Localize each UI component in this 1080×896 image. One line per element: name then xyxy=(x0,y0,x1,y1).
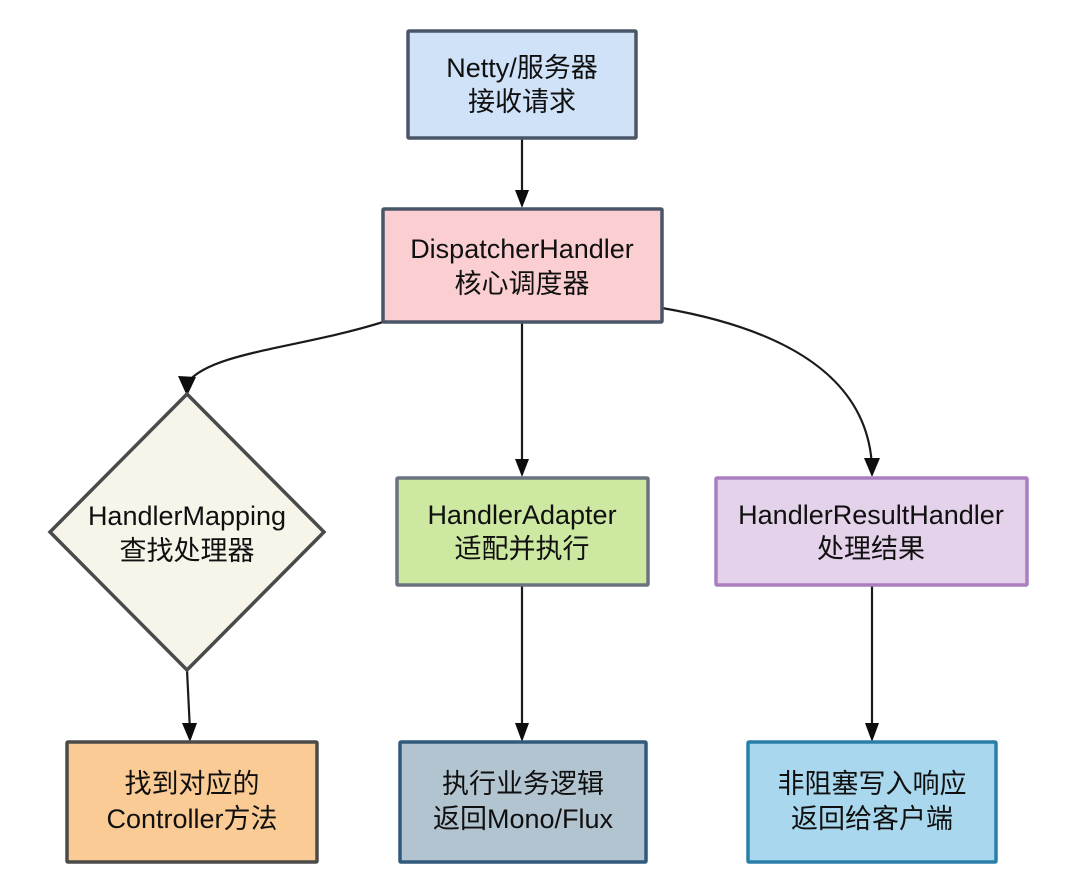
node-controller-method-line2: Controller方法 xyxy=(106,804,277,834)
node-netty[interactable]: Netty/服务器 接收请求 xyxy=(406,29,638,140)
node-controller-method[interactable]: 找到对应的 Controller方法 xyxy=(65,740,319,864)
node-dispatcher[interactable]: DispatcherHandler 核心调度器 xyxy=(381,207,664,324)
node-handler-adapter[interactable]: HandlerAdapter 适配并执行 xyxy=(395,476,650,587)
edge-netty-to-dispatcher xyxy=(515,138,529,208)
arrow-head-icon xyxy=(515,459,529,477)
arrow-head-icon xyxy=(865,723,879,742)
arrow-head-icon xyxy=(515,190,529,208)
node-handler-adapter-line2: 适配并执行 xyxy=(455,534,590,564)
node-controller-method-shape[interactable] xyxy=(65,740,319,864)
edge-dispatcher-to-handler-mapping xyxy=(178,320,384,396)
edge-line xyxy=(661,306,874,468)
node-layer: Netty/服务器 接收请求 DispatcherHandler 核心调度器 H… xyxy=(47,29,1029,864)
node-handler-adapter-shape[interactable] xyxy=(395,476,650,587)
arrow-head-icon xyxy=(864,458,880,477)
node-business-logic-line2: 返回Mono/Flux xyxy=(433,804,614,834)
node-write-response-line2: 返回给客户端 xyxy=(791,804,953,834)
node-handler-result-handler-line1: HandlerResultHandler xyxy=(738,500,1004,530)
node-handler-result-handler-line2: 处理结果 xyxy=(817,534,925,564)
edge-dispatcher-to-handler-result-handler xyxy=(661,306,880,477)
node-handler-mapping-line2: 查找处理器 xyxy=(120,536,255,566)
node-controller-method-line1: 找到对应的 xyxy=(125,769,260,799)
node-business-logic-shape[interactable] xyxy=(398,740,648,864)
node-handler-mapping-shape[interactable] xyxy=(47,391,327,673)
node-dispatcher-line2: 核心调度器 xyxy=(455,269,590,299)
edge-handler-result-handler-to-write-response xyxy=(865,585,879,742)
node-write-response-line1: 非阻塞写入响应 xyxy=(778,769,967,799)
node-handler-result-handler-shape[interactable] xyxy=(714,476,1029,587)
node-business-logic[interactable]: 执行业务逻辑 返回Mono/Flux xyxy=(398,740,648,864)
node-dispatcher-shape[interactable] xyxy=(381,207,664,324)
node-write-response-shape[interactable] xyxy=(746,740,998,864)
arrow-head-icon xyxy=(515,723,529,742)
edge-line xyxy=(187,320,384,383)
edge-line xyxy=(185,669,192,732)
edge-dispatcher-to-handler-adapter xyxy=(515,322,529,477)
node-handler-result-handler[interactable]: HandlerResultHandler 处理结果 xyxy=(714,476,1029,587)
node-handler-adapter-line1: HandlerAdapter xyxy=(427,500,616,530)
arrow-head-icon xyxy=(182,723,197,742)
edge-handler-adapter-to-business-logic xyxy=(515,585,529,742)
edge-layer xyxy=(178,138,880,742)
node-netty-line2: 接收请求 xyxy=(468,87,576,117)
arrow-head-icon xyxy=(178,376,196,396)
edge-handler-mapping-to-controller-method xyxy=(182,669,197,742)
node-write-response[interactable]: 非阻塞写入响应 返回给客户端 xyxy=(746,740,998,864)
node-netty-shape[interactable] xyxy=(406,29,638,140)
node-business-logic-line1: 执行业务逻辑 xyxy=(442,769,604,799)
node-handler-mapping[interactable]: HandlerMapping 查找处理器 xyxy=(47,391,327,673)
node-netty-line1: Netty/服务器 xyxy=(446,53,598,83)
node-handler-mapping-line1: HandlerMapping xyxy=(88,501,286,531)
node-dispatcher-line1: DispatcherHandler xyxy=(410,234,634,264)
